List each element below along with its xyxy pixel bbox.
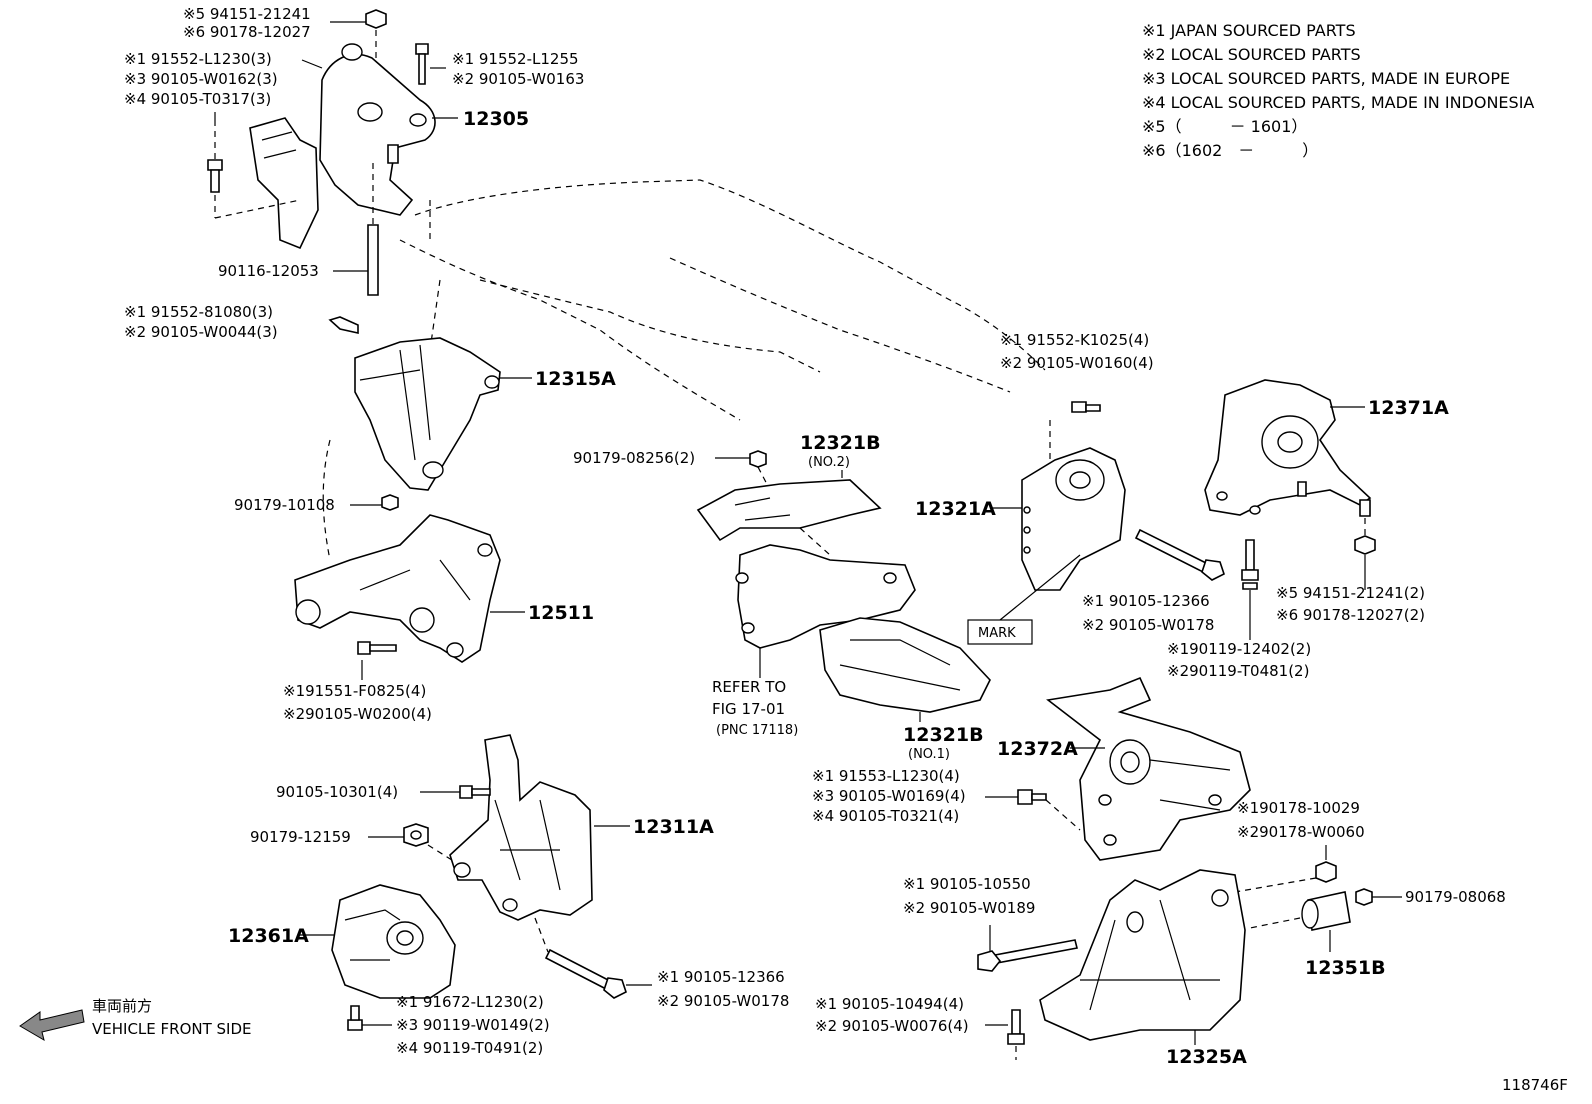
callout-label: ※5 94151-21241(2)	[1276, 584, 1425, 602]
part-number-sub: (NO.1)	[908, 747, 950, 762]
callout-label: ※1 91672-L1230(2)	[396, 993, 544, 1011]
callout-label: ※4 90105-T0321(4)	[812, 807, 959, 825]
legend-line: ※6（1602 － ）	[1142, 141, 1318, 160]
legend: ※1 JAPAN SOURCED PARTS ※2 LOCAL SOURCED …	[1142, 21, 1534, 160]
callout-label: ※1 90105-10494(4)	[815, 995, 964, 1013]
callout-label: ※5 94151-21241	[183, 5, 311, 23]
callout-label: ※2 90105-W0076(4)	[815, 1017, 969, 1035]
callout-label: ※4 90119-T0491(2)	[396, 1039, 543, 1057]
legend-line: ※5（ － 1601）	[1142, 117, 1307, 136]
part-number: 12315A	[535, 368, 616, 390]
figure-id: 118746F	[1502, 1076, 1568, 1094]
callout-label: ※2 90105-W0044(3)	[124, 323, 278, 341]
callout-label: 90179-08068	[1405, 888, 1506, 906]
bracket-12311A	[368, 734, 652, 999]
bracket-12325A	[977, 869, 1246, 1060]
part-number: 12361A	[228, 925, 309, 947]
part-number: 12511	[528, 602, 594, 624]
callout-label: 90105-10301(4)	[276, 783, 398, 801]
engine-mount-bracket-12305	[207, 9, 436, 296]
callout-label: ※1 91552-L1230(3)	[124, 50, 272, 68]
part-number: 12321B	[903, 724, 984, 746]
callout-label: 90179-10108	[234, 496, 335, 514]
bracket-12321B	[696, 450, 991, 722]
bolt-icon	[985, 789, 1081, 831]
engine-mount-12361A	[300, 884, 456, 1031]
callout-label: ※1 91553-L1230(4)	[812, 767, 960, 785]
vehicle-front-arrow-icon	[19, 1009, 85, 1042]
callout-label: ※1 91552-L1255	[452, 50, 579, 68]
part-number: 12351B	[1305, 957, 1386, 979]
part-number-sub: (NO.2)	[808, 455, 850, 470]
callout-label: 90179-08256(2)	[573, 449, 695, 467]
legend-line: ※2 LOCAL SOURCED PARTS	[1142, 45, 1361, 64]
callout-label: ※1 90105-12366	[1082, 592, 1210, 610]
refer-label: FIG 17-01	[712, 700, 785, 718]
front-label-jp: 車両前方	[92, 997, 152, 1015]
bracket-12321A	[967, 401, 1225, 645]
callout-label: ※190119-12402(2)	[1167, 640, 1311, 658]
callout-label: ※2 90105-W0189	[903, 899, 1035, 917]
callout-label: ※290178-W0060	[1237, 823, 1365, 841]
mark-label: MARK	[978, 626, 1016, 641]
part-number: 12321B	[800, 432, 881, 454]
part-number: 12321A	[915, 498, 996, 520]
callout-label: ※2 90105-W0178	[1082, 616, 1214, 634]
nut-icon	[381, 494, 399, 511]
callout-label: 90179-12159	[250, 828, 351, 846]
callout-label: ※1 90105-10550	[903, 875, 1031, 893]
callout-label: ※6 90178-12027	[183, 23, 311, 41]
bracket-12511	[294, 514, 525, 680]
legend-line: ※1 JAPAN SOURCED PARTS	[1142, 21, 1356, 40]
callout-label: ※6 90178-12027(2)	[1276, 606, 1425, 624]
engine-mount-12372A	[1046, 676, 1251, 861]
refer-label: (PNC 17118)	[716, 723, 798, 738]
callout-label: ※2 90105-W0163	[452, 70, 584, 88]
callout-label: ※1 90105-12366	[657, 968, 785, 986]
callout-label: ※1 91552-K1025(4)	[1000, 331, 1149, 349]
part-number: 12305	[463, 108, 529, 130]
callout-label: ※191551-F0825(4)	[283, 682, 426, 700]
front-label-en: VEHICLE FRONT SIDE	[92, 1020, 252, 1038]
part-number: 12311A	[633, 816, 714, 838]
callout-label: ※3 90105-W0162(3)	[124, 70, 278, 88]
refer-label: REFER TO	[712, 678, 786, 696]
collar-12351B	[1234, 845, 1402, 952]
callout-label: ※2 90105-W0160(4)	[1000, 354, 1154, 372]
callout-label: ※3 90105-W0169(4)	[812, 787, 966, 805]
leader-lines	[214, 21, 458, 272]
callout-label: ※1 91552-81080(3)	[124, 303, 273, 321]
callout-label: ※3 90119-W0149(2)	[396, 1016, 550, 1034]
callout-label: ※290119-T0481(2)	[1167, 662, 1309, 680]
legend-line: ※3 LOCAL SOURCED PARTS, MADE IN EUROPE	[1142, 69, 1510, 88]
bracket-12315A	[322, 316, 532, 561]
callout-label: ※290105-W0200(4)	[283, 705, 432, 723]
part-number: 12371A	[1368, 397, 1449, 419]
part-number: 12372A	[997, 738, 1078, 760]
part-number: 12325A	[1166, 1046, 1247, 1068]
callout-label: ※2 90105-W0178	[657, 992, 789, 1010]
callout-label: ※190178-10029	[1237, 799, 1360, 817]
callout-label: ※4 90105-T0317(3)	[124, 90, 271, 108]
callout-label: 90116-12053	[218, 262, 319, 280]
legend-line: ※4 LOCAL SOURCED PARTS, MADE IN INDONESI…	[1142, 93, 1534, 112]
engine-mount-12371A	[1204, 379, 1376, 640]
